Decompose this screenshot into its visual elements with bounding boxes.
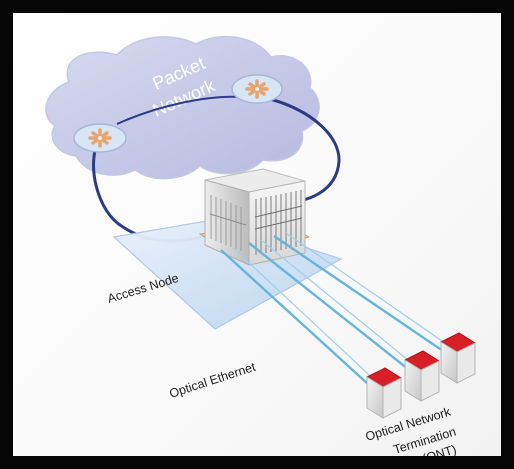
router-icon-right	[231, 74, 283, 104]
access-node-label: Access Node	[106, 271, 181, 306]
optical-ethernet-label: Optical Ethernet	[168, 360, 258, 401]
optical-fiber-links	[220, 232, 456, 386]
ont-device-3	[439, 332, 477, 384]
packet-network-cloud: Packet Network	[45, 35, 320, 180]
network-diagram: Packet Network	[45, 35, 477, 456]
access-node-rack	[204, 168, 306, 266]
ont-device-1	[365, 367, 403, 419]
diagram-canvas: Packet Network	[13, 13, 501, 456]
router-icon-left	[73, 123, 127, 153]
ont-device-2	[403, 350, 441, 402]
